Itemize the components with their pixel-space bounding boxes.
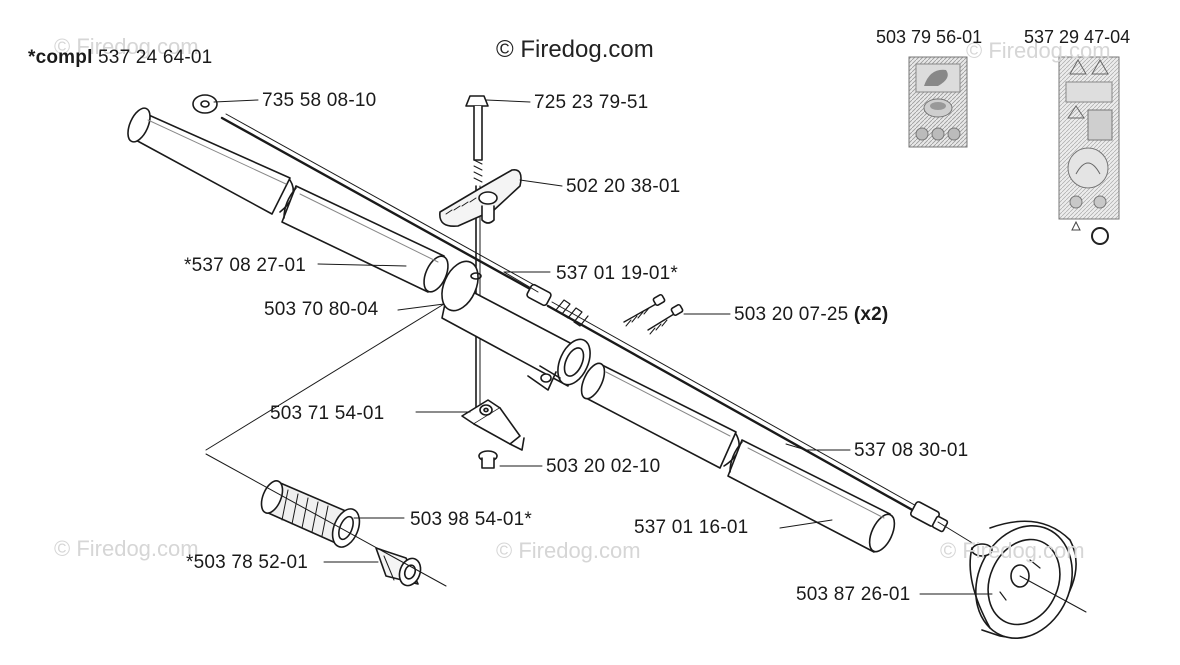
part-label-lower-tube: 537 01 16-01: [634, 517, 749, 538]
warning-decal-icon: [1058, 56, 1120, 245]
part-label-upper-tube: *537 08 27-01: [184, 255, 306, 276]
compl-prefix: *compl: [28, 47, 93, 68]
part-label-bearing: 503 98 54-01*: [410, 509, 532, 530]
compl-part-number: 537 24 64-01: [98, 47, 213, 68]
part-label-washer: 735 58 08-10: [262, 90, 377, 111]
site-credit: © Firedog.com: [496, 36, 654, 63]
shaft-nut: [375, 547, 422, 587]
clutch-drum: [969, 520, 1087, 639]
decal-part-number: 537 29 47-04: [1024, 27, 1131, 47]
mount-bracket: [461, 399, 525, 451]
part-label-clutch-drum: 503 87 26-01: [796, 584, 911, 605]
bracket-screw: [478, 450, 498, 469]
leader-lines: [205, 99, 993, 595]
complete-assembly-label: *compl 537 24 64-01: [28, 48, 212, 67]
screws-part-number: 503 20 07-25: [734, 304, 849, 325]
clamp-bolt: [465, 95, 489, 409]
part-label-clamp: 503 70 80-04: [264, 299, 379, 320]
decal-part-number: 503 79 56-01: [876, 27, 983, 47]
watermark: © Firedog.com: [966, 38, 1111, 63]
part-label-bolt: 725 23 79-51: [534, 92, 649, 113]
part-label-drive-shaft: 537 08 30-01: [854, 440, 969, 461]
part-label-knob: 502 20 38-01: [566, 176, 681, 197]
screws-quantity: (x2): [853, 304, 889, 325]
washer-part: [192, 94, 218, 114]
watermark: © Firedog.com: [54, 34, 199, 59]
shaft-clamp-housing: [441, 260, 591, 391]
part-label-bracket: 503 71 54-01: [270, 403, 385, 424]
part-label-screws: 503 20 07-25 (x2): [734, 305, 888, 324]
clamp-screws: [623, 293, 684, 335]
bearing-sleeve: [260, 480, 361, 548]
decal-sticker-icon: [908, 56, 968, 148]
watermark: © Firedog.com: [940, 538, 1085, 563]
watermark: © Firedog.com: [54, 536, 199, 561]
part-label-bracket-screw: 503 20 02-10: [546, 456, 661, 477]
wing-knob: [439, 169, 522, 228]
lower-shaft-tube: [580, 362, 896, 553]
watermark: © Firedog.com: [496, 538, 641, 563]
part-label-nut: *503 78 52-01: [186, 552, 308, 573]
part-label-bushing: 537 01 19-01*: [556, 263, 678, 284]
